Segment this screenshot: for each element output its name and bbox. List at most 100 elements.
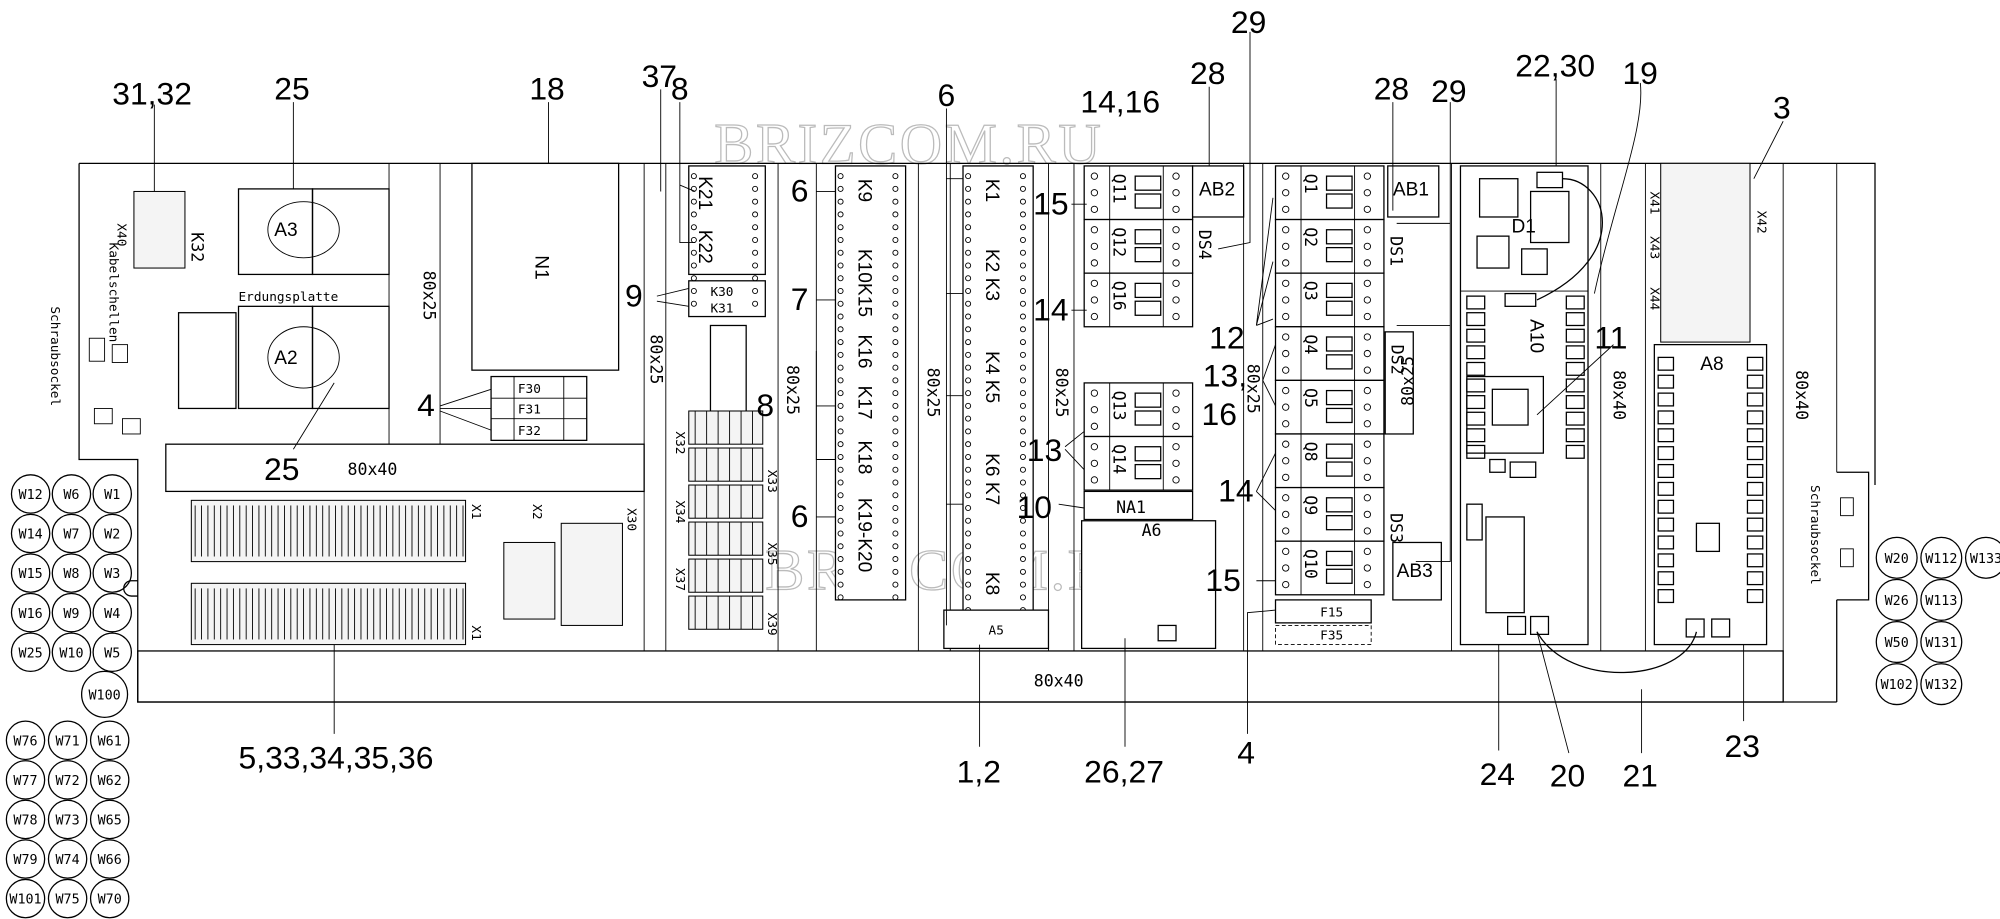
module-a2-terminals [311, 305, 390, 410]
screw-icon [690, 288, 697, 295]
screw-icon [1019, 479, 1026, 486]
io-terminal [1746, 535, 1764, 550]
screw-icon [965, 492, 972, 499]
callout: 19 [1622, 55, 1657, 91]
breaker-body [1274, 272, 1385, 328]
callout: 1,2 [957, 753, 1001, 789]
screw-icon [965, 339, 972, 346]
x33-label: X33 [764, 470, 779, 493]
cable-gland [51, 632, 92, 673]
led [1489, 458, 1506, 473]
breaker-toggle [1325, 389, 1353, 406]
screw-icon [752, 236, 759, 243]
cable-gland-label: W26 [1885, 594, 1909, 609]
screw-icon [837, 415, 844, 422]
cable-gland-label: W25 [19, 646, 43, 661]
callout: 9 [625, 277, 643, 313]
screw-icon [965, 441, 972, 448]
leader-lines [153, 31, 1784, 754]
screw-icon [837, 594, 844, 601]
screw-icon [1363, 547, 1371, 556]
screw-icon [837, 390, 844, 397]
dip-switch-block [1485, 516, 1525, 614]
screw-icon [1363, 296, 1371, 304]
cable-gland [89, 720, 130, 761]
screw-icon [752, 211, 759, 218]
cable-gland [5, 878, 46, 919]
screw-icon [965, 326, 972, 333]
screw-icon [892, 326, 899, 333]
cable-gland [1920, 578, 1963, 621]
callout: 15 [1205, 562, 1240, 598]
screw-icon [892, 530, 899, 537]
screw-icon [892, 364, 899, 371]
breaker-label: Q2 [1301, 227, 1320, 247]
cable-gland [5, 839, 46, 879]
screw-icon [1019, 517, 1026, 524]
cable-gland [47, 878, 88, 919]
breaker-toggle [1134, 410, 1162, 426]
screw-icon [1282, 333, 1290, 341]
screw-icon [1019, 530, 1026, 537]
screw-icon [837, 249, 844, 256]
screw-icon [690, 300, 697, 307]
terminal-block [688, 410, 764, 445]
callout: 18 [529, 71, 564, 107]
callout: 6 [791, 173, 809, 209]
terminal-block-x2 [503, 541, 556, 620]
cable-gland [47, 720, 88, 761]
screw-icon [752, 185, 759, 192]
screw-icon [892, 313, 899, 320]
screw-icon [892, 594, 899, 601]
k6-k7-label: K6 K7 [981, 453, 1002, 505]
screw-icon [837, 185, 844, 192]
screw-icon [965, 351, 972, 358]
breaker-toggle [1325, 550, 1353, 567]
x37-label: X37 [672, 568, 687, 591]
screw-icon [837, 262, 844, 269]
screw-icon [1363, 226, 1371, 234]
screw-icon [752, 249, 759, 256]
screw-icon [837, 173, 844, 180]
screw-icon [1282, 527, 1290, 535]
screw-icon [1090, 242, 1099, 250]
screw-icon [892, 402, 899, 409]
screw-icon [1282, 547, 1290, 556]
screw-icon [1019, 581, 1026, 588]
cable-gland-label: W75 [56, 893, 80, 908]
screw-icon [892, 390, 899, 397]
screw-icon [1363, 564, 1371, 572]
io-terminal [1466, 328, 1486, 343]
screw-icon [892, 236, 899, 243]
cable-gland-label: W14 [19, 528, 43, 543]
screw-icon [1282, 189, 1290, 197]
callout: 15 [1033, 185, 1068, 221]
terminal-blocks-x32-x39 [688, 410, 764, 630]
chip [1491, 388, 1529, 426]
screw-icon [892, 415, 899, 422]
screw-icon [965, 249, 972, 256]
breaker-body [1274, 218, 1385, 274]
cable-gland-label: W72 [56, 774, 80, 789]
io-terminal [1657, 499, 1675, 514]
screw-icon [1019, 275, 1026, 282]
screw-icon [1363, 510, 1371, 519]
screw-icon [1172, 422, 1180, 430]
screw-icon [1172, 226, 1180, 234]
io-terminal [1657, 517, 1675, 532]
breaker-label: Q1 [1301, 174, 1320, 194]
screw-icon [1282, 279, 1290, 287]
screw-icon [837, 568, 844, 575]
cable-gland-label: W73 [56, 814, 80, 829]
screw-icon [837, 339, 844, 346]
screw-icon [1090, 189, 1099, 197]
io-terminal [1746, 446, 1764, 461]
screw-icon [965, 568, 972, 575]
breaker-toggle [1325, 407, 1353, 424]
screw-icon [892, 517, 899, 524]
callout: 8 [756, 387, 774, 423]
io-terminal [1657, 535, 1675, 550]
screw-icon [837, 364, 844, 371]
a10-label: A10 [1526, 319, 1547, 353]
screw-icon [892, 249, 899, 256]
